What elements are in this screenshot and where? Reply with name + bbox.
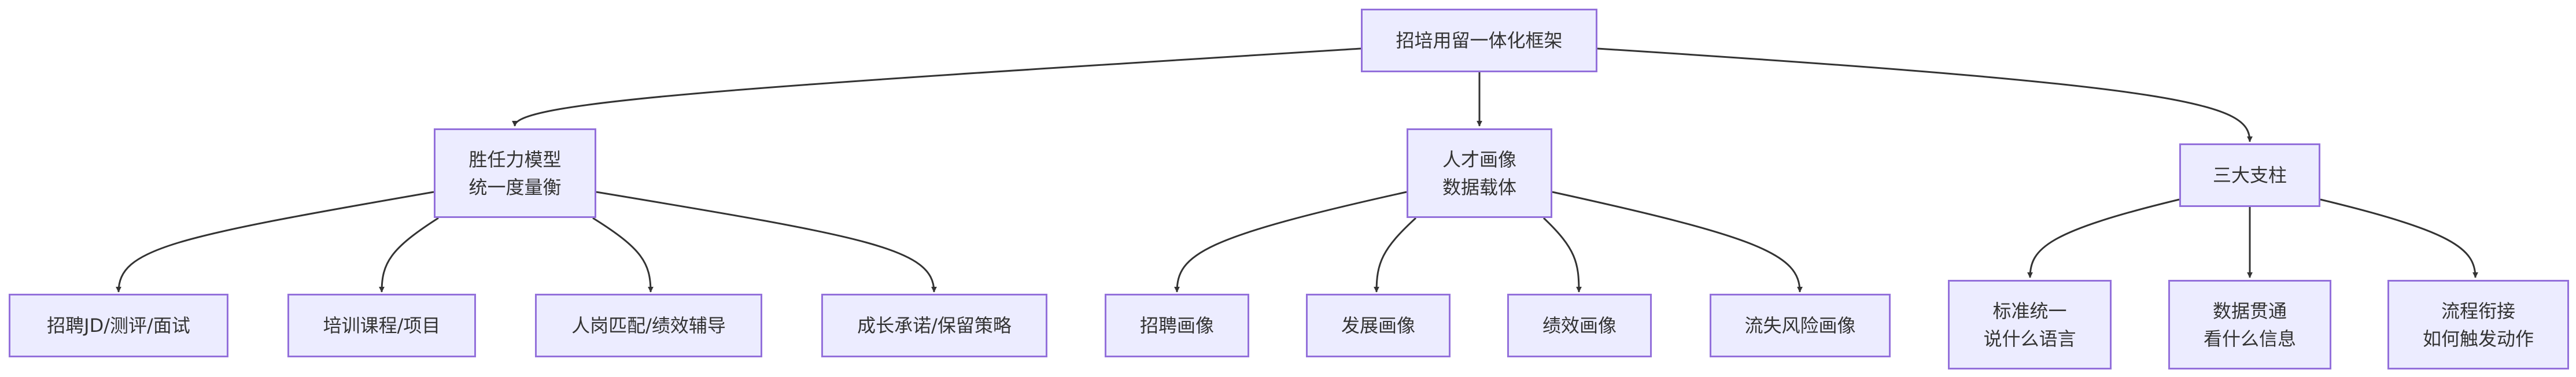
node-competency-line1: 胜任力模型 (468, 148, 562, 171)
node-recruit-profile-label: 招聘画像 (1139, 315, 1214, 337)
node-process-link: 流程衔接 如何触发动作 (2387, 280, 2569, 369)
node-job-match: 人岗匹配/绩效辅导 (535, 294, 762, 357)
node-process-line1: 流程衔接 (2441, 300, 2515, 322)
edge-pillars-standard (2027, 199, 2179, 278)
node-three-pillars-label: 三大支柱 (2212, 164, 2287, 186)
edge-talent-perf-profile (1544, 218, 1582, 293)
edge-root-pillars (1597, 49, 2253, 142)
node-process-line2: 如何触发动作 (2422, 327, 2534, 350)
node-dev-profile: 发展画像 (1306, 294, 1451, 357)
node-recruit-profile: 招聘画像 (1105, 294, 1249, 357)
edge-competency-growth (596, 192, 937, 293)
edge-root-competency (512, 49, 1361, 127)
node-talent-profile-line1: 人才画像 (1442, 148, 1516, 171)
node-attrition-profile: 流失风险画像 (1710, 294, 1891, 357)
edge-competency-job-match (593, 218, 654, 293)
node-training-label: 培训课程/项目 (323, 315, 441, 337)
node-standard-line1: 标准统一 (1992, 300, 2067, 322)
node-competency-model: 胜任力模型 统一度量衡 (434, 128, 596, 218)
node-three-pillars: 三大支柱 (2179, 143, 2320, 207)
node-attrition-profile-label: 流失风险画像 (1744, 315, 1856, 337)
node-talent-profile-line2: 数据载体 (1442, 176, 1516, 198)
node-recruit-jd: 招聘JD/测评/面试 (9, 294, 228, 357)
node-perf-profile-label: 绩效画像 (1542, 315, 1617, 337)
node-root-label: 招培用留一体化框架 (1396, 29, 1563, 51)
node-data-connected: 数据贯通 看什么信息 (2168, 280, 2331, 369)
node-data-link-line1: 数据贯通 (2212, 300, 2287, 322)
node-growth: 成长承诺/保留策略 (821, 294, 1047, 357)
node-root: 招培用留一体化框架 (1361, 9, 1597, 72)
node-standard-line2: 说什么语言 (1983, 327, 2076, 350)
node-recruit-jd-label: 招聘JD/测评/面试 (47, 315, 190, 337)
node-perf-profile: 绩效画像 (1507, 294, 1652, 357)
node-growth-label: 成长承诺/保留策略 (857, 315, 1012, 337)
node-standard-unified: 标准统一 说什么语言 (1948, 280, 2112, 369)
node-training: 培训课程/项目 (287, 294, 476, 357)
node-talent-profile: 人才画像 数据载体 (1407, 128, 1552, 218)
node-dev-profile-label: 发展画像 (1341, 315, 1415, 337)
node-competency-line2: 统一度量衡 (468, 176, 562, 198)
edge-talent-dev-profile (1374, 218, 1416, 293)
edge-pillars-process (2320, 199, 2478, 278)
node-job-match-label: 人岗匹配/绩效辅导 (571, 315, 726, 337)
edge-talent-attrition-profile (1552, 192, 1803, 293)
node-data-link-line2: 看什么信息 (2203, 327, 2296, 350)
edge-talent-recruit-profile (1174, 192, 1407, 293)
edge-competency-recruit-jd (116, 192, 434, 293)
edge-competency-training (379, 218, 438, 293)
